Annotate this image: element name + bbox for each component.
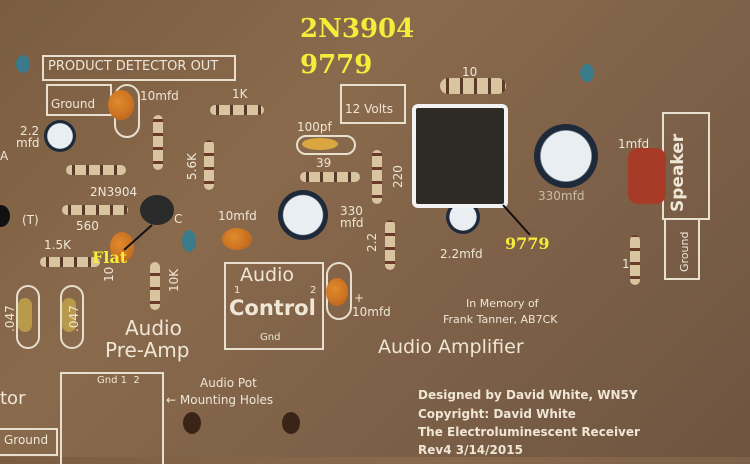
plus-label: + bbox=[354, 291, 365, 305]
flat-arrow bbox=[123, 224, 153, 251]
resistor bbox=[372, 150, 382, 204]
resistor bbox=[440, 78, 506, 94]
cap-label: .047 bbox=[67, 305, 81, 332]
resistor-label: 10 bbox=[462, 65, 478, 79]
mounting-hole bbox=[183, 412, 201, 434]
gnd-label: Gnd bbox=[260, 332, 281, 343]
pin-label: 2 bbox=[310, 285, 317, 296]
cap-label: 10 bbox=[102, 266, 116, 282]
pin-label: (T) bbox=[22, 213, 39, 227]
transistor-annotation: 2N3904 bbox=[300, 14, 415, 44]
resistor bbox=[300, 172, 360, 182]
ic-marking-annotation: 9779 bbox=[505, 234, 550, 253]
capacitor-outline bbox=[60, 285, 84, 349]
product-detector-label: PRODUCT DETECTOR OUT bbox=[48, 59, 219, 74]
ceramic-capacitor bbox=[580, 64, 594, 82]
cap-label: 330mfd bbox=[538, 189, 585, 203]
preamp-label: Pre-Amp bbox=[105, 338, 190, 362]
edge-label: A bbox=[0, 149, 9, 163]
cap-label: 100pf bbox=[297, 120, 332, 134]
memorial-text: Frank Tanner, AB7CK bbox=[443, 313, 558, 326]
cap-label: mfd bbox=[16, 136, 40, 150]
flat-annotation: Flat bbox=[92, 248, 128, 267]
resistor bbox=[150, 262, 160, 310]
credit-line: Copyright: David White bbox=[418, 407, 576, 421]
pot-label: Audio Pot bbox=[200, 376, 257, 390]
credit-line: The Electroluminescent Receiver bbox=[418, 425, 640, 439]
ceramic-capacitor bbox=[182, 230, 196, 252]
credit-line: Designed by David White, WN5Y bbox=[418, 388, 638, 402]
tantalum-capacitor bbox=[222, 228, 252, 250]
cap-label: 330 bbox=[340, 204, 363, 218]
pot-label: ← Mounting Holes bbox=[166, 393, 274, 407]
resistor bbox=[385, 220, 395, 270]
twelve-volts-box bbox=[340, 84, 406, 124]
pin-label: C bbox=[174, 212, 183, 226]
audio-control-label: Audio bbox=[240, 264, 295, 286]
memorial-text: In Memory of bbox=[466, 297, 539, 310]
resistor-label: 10K bbox=[167, 268, 181, 292]
ceramic-capacitor bbox=[16, 55, 30, 73]
resistor-label: 220 bbox=[391, 165, 405, 188]
tantalum-capacitor bbox=[326, 278, 348, 306]
cap-label: 2.2mfd bbox=[440, 247, 483, 261]
ground-right-box bbox=[664, 218, 700, 280]
ground-bottom-box bbox=[0, 428, 58, 456]
transistor-2n3904 bbox=[140, 195, 174, 225]
resistor bbox=[630, 235, 640, 285]
mounting-hole bbox=[0, 205, 10, 227]
transistor-label: 2N3904 bbox=[90, 185, 138, 199]
pot-pin-labels: Gnd 1 2 bbox=[97, 375, 140, 386]
film-capacitor bbox=[18, 298, 32, 332]
ground-label: Ground bbox=[51, 97, 96, 111]
resistor-label: 560 bbox=[76, 219, 99, 233]
audio-amplifier-ic-heatsink bbox=[412, 104, 508, 208]
audio-control-box bbox=[224, 262, 324, 350]
resistor-label: 1 bbox=[622, 257, 630, 271]
electrolytic-capacitor bbox=[534, 124, 598, 188]
resistor bbox=[204, 140, 214, 190]
mylar-capacitor bbox=[628, 148, 666, 204]
cap-label: 1mfd bbox=[618, 137, 650, 151]
speaker-label: Speaker bbox=[668, 133, 688, 212]
pin-label: 1 bbox=[234, 285, 241, 296]
capacitor-outline bbox=[296, 135, 356, 155]
tantalum-capacitor bbox=[108, 90, 134, 120]
cap-label: 10mfd bbox=[352, 305, 391, 319]
resistor bbox=[153, 115, 163, 170]
edge-label: tor bbox=[0, 388, 26, 409]
resistor bbox=[62, 205, 128, 215]
cap-label: 10mfd bbox=[140, 89, 179, 103]
electrolytic-capacitor bbox=[278, 190, 328, 240]
twelve-volts-label: 12 Volts bbox=[345, 102, 393, 116]
ground-label: Ground bbox=[4, 433, 49, 447]
resistor bbox=[210, 105, 264, 115]
ic-arrow bbox=[502, 204, 531, 236]
resistor-label: 2.2 bbox=[365, 232, 379, 252]
audio-pot-outline bbox=[60, 372, 164, 464]
resistor-label: 39 bbox=[316, 156, 332, 170]
resistor-label: 1.5K bbox=[44, 238, 71, 252]
tantalum-capacitor bbox=[110, 232, 134, 262]
ground-label: Ground bbox=[678, 231, 691, 272]
resistor-label: 5.6K bbox=[185, 153, 199, 180]
ceramic-capacitor bbox=[302, 138, 338, 150]
mounting-hole bbox=[282, 412, 300, 434]
resistor bbox=[66, 165, 126, 175]
resistor bbox=[40, 257, 100, 267]
audio-control-label: Control bbox=[229, 296, 316, 320]
cap-label: .047 bbox=[3, 305, 17, 332]
film-capacitor bbox=[62, 298, 76, 332]
resistor-label: 1K bbox=[232, 87, 248, 101]
credit-line: Rev4 3/14/2015 bbox=[418, 443, 523, 457]
preamp-label: Audio bbox=[125, 316, 182, 340]
electrolytic-capacitor bbox=[44, 120, 76, 152]
product-detector-box bbox=[42, 55, 236, 81]
amplifier-label: Audio Amplifier bbox=[378, 336, 524, 358]
marking-annotation: 9779 bbox=[300, 50, 373, 80]
cap-label: 10mfd bbox=[218, 209, 257, 223]
cap-label: 2.2 bbox=[20, 124, 40, 138]
capacitor-outline bbox=[16, 285, 40, 349]
cap-label: mfd bbox=[340, 216, 364, 230]
